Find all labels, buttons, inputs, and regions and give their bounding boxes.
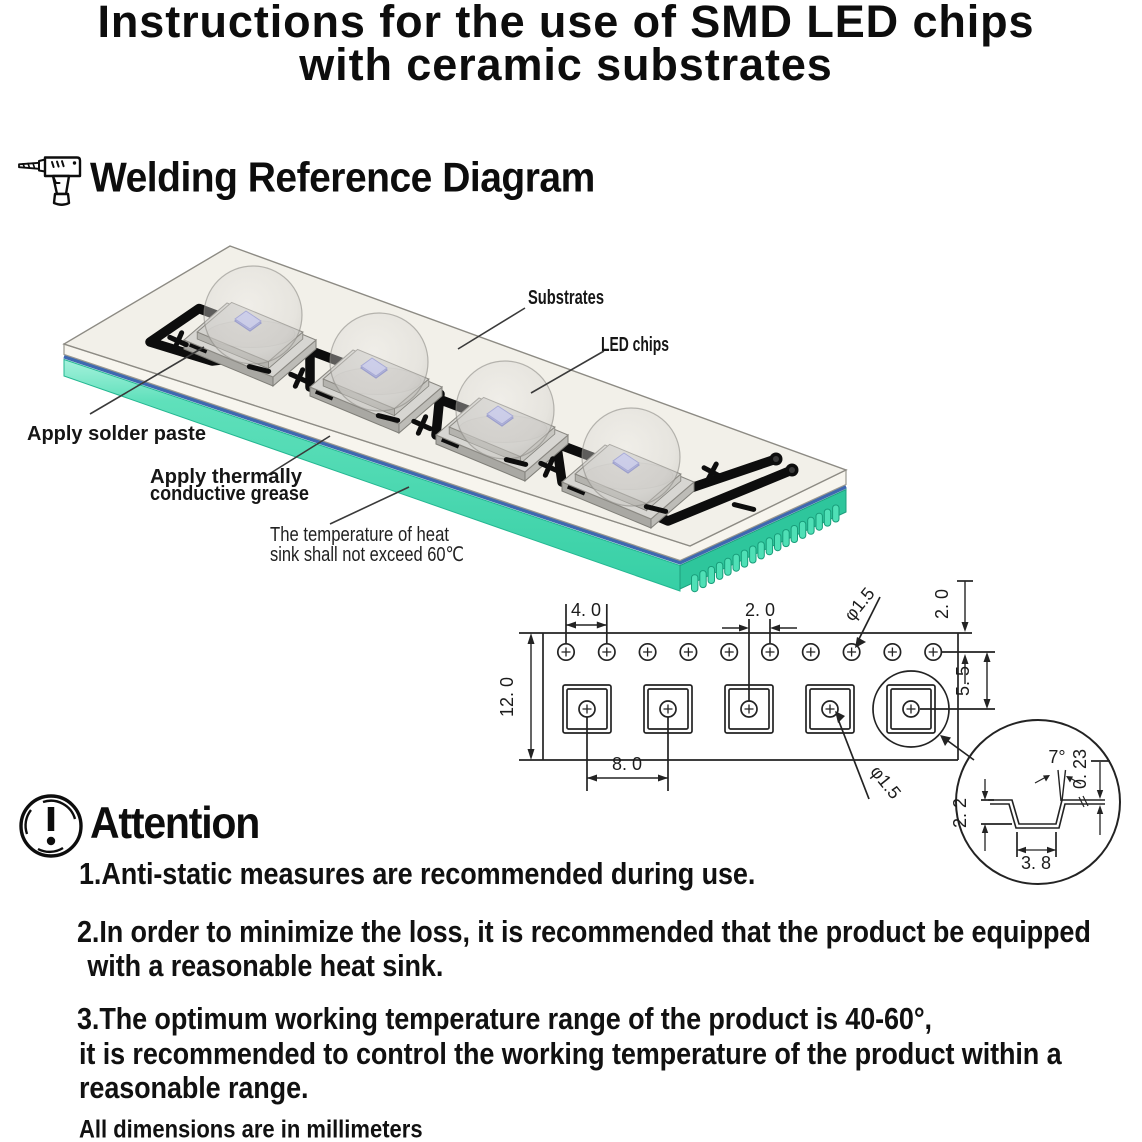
- dim-tape-width: [527, 633, 535, 760]
- pocket-section-detail: [955, 719, 1121, 885]
- hole-dia-leader: [857, 596, 881, 642]
- page-title-line1: Instructions for the use of SMD LED chip…: [97, 0, 1035, 47]
- drill-icon: [18, 156, 82, 206]
- dim-hole-to-pocket-y: [920, 651, 995, 710]
- dim-text-edge-to-hole: 2. 0: [932, 589, 952, 619]
- label-grease-1: Apply thermally: [150, 466, 303, 488]
- dim-text-draft-angle: 7°: [1048, 747, 1065, 767]
- dim-text-hole-to-pocket-x: 2. 0: [745, 600, 775, 620]
- heatsink-front-face: [63, 358, 681, 592]
- minus-mark: [503, 457, 529, 467]
- note-3-line-1: 3.The optimum working temperature range …: [77, 1002, 932, 1036]
- page-title-line2: with ceramic substrates: [299, 39, 833, 90]
- dim-text-hole-dia: φ1.5: [840, 584, 879, 625]
- attention-section-heading: Attention: [90, 798, 260, 848]
- minus-mark: [246, 364, 272, 374]
- polarity-marks: [167, 330, 757, 514]
- sprocket-holes: [556, 642, 943, 662]
- welding-section-heading: Welding Reference Diagram: [90, 155, 595, 202]
- note-3-line-3: reasonable range.: [79, 1071, 309, 1105]
- diagram-canvas: Substrates LED chips Apply solder paste …: [27, 245, 1121, 885]
- led-module-2: [308, 312, 444, 435]
- dim-text-hole-to-pocket-y: 5. 5: [953, 666, 973, 696]
- tape-drawing: [519, 580, 1121, 885]
- note-3-line-2: it is recommended to control the working…: [79, 1037, 1062, 1071]
- alert-circle-icon: [19, 794, 83, 858]
- dim-hole-to-pocket-x: [722, 619, 797, 701]
- dim-text-pocket-bottom-width: 3. 8: [1021, 853, 1051, 873]
- label-grease-2: conductive grease: [150, 483, 309, 505]
- minus-mark: [731, 502, 757, 512]
- plus-mark: [288, 367, 310, 389]
- dim-text-tape-width: 12. 0: [497, 677, 517, 717]
- label-solder-paste: Apply solder paste: [27, 423, 206, 445]
- label-substrates: Substrates: [528, 287, 604, 309]
- dim-pocket-pitch: [586, 717, 669, 791]
- grease-layer-line: [63, 354, 847, 565]
- dim-text-material-thickness: 0. 23: [1070, 749, 1090, 789]
- minus-mark: [643, 504, 669, 514]
- board-3d: Substrates LED chips Apply solder paste …: [27, 245, 848, 593]
- dimensions-note: All dimensions are in millimeters: [79, 1115, 423, 1142]
- heatsink-fins: [679, 488, 847, 593]
- dim-text-hole-pitch: 4. 0: [571, 600, 601, 620]
- plus-mark: [167, 330, 189, 352]
- dim-text-pocket-dia: φ1.5: [866, 762, 905, 803]
- page-title: Instructions for the use of SMD LED chip…: [0, 0, 1137, 90]
- note-2-line-1: 2.In order to minimize the loss, it is r…: [77, 915, 1091, 949]
- dim-edge-to-hole: [957, 580, 973, 684]
- plus-mark: [701, 461, 723, 483]
- dim-hole-pitch: [565, 604, 608, 644]
- led-modules: [182, 265, 696, 530]
- plus-mark: [538, 456, 560, 478]
- led-module-4: [560, 407, 696, 530]
- led-module-3: [434, 360, 570, 483]
- pocket-dia-leader: [837, 718, 870, 800]
- led-module-1: [182, 265, 318, 388]
- label-led-chips: LED chips: [601, 334, 669, 356]
- dim-text-pocket-pitch: 8. 0: [612, 754, 642, 774]
- dim-text-pocket-depth: 2. 2: [950, 798, 970, 828]
- note-2-line-2: with a reasonable heat sink.: [80, 949, 444, 983]
- minus-mark: [375, 413, 401, 423]
- label-heat-2: sink shall not exceed 60℃: [270, 544, 464, 566]
- plus-mark: [411, 414, 433, 436]
- note-1-line-1: 1.Anti-static measures are recommended d…: [79, 857, 756, 891]
- label-heat-1: The temperature of heat: [270, 524, 449, 546]
- board-leaders: [89, 307, 605, 525]
